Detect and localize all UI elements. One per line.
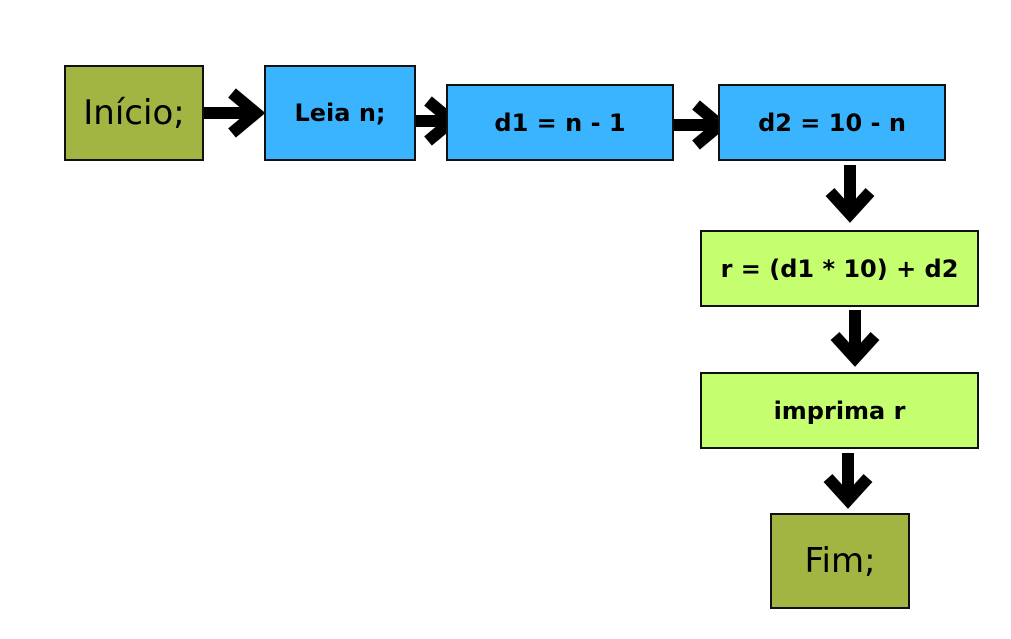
read-input-node: Leia n; [264,65,416,161]
print-node-label: imprima r [773,396,906,425]
d1-calc-node: d1 = n - 1 [446,84,674,161]
arrow-imprima-to-fim [823,453,873,509]
arrow-d1-to-d2 [672,100,730,150]
d2-calc-node: d2 = 10 - n [718,84,946,161]
start-node-label: Início; [83,93,185,133]
r-calc-node-label: r = (d1 * 10) + d2 [720,254,959,283]
print-node: imprima r [700,372,979,449]
arrow-inicio-to-leia [204,88,266,138]
arrow-r-to-imprima [830,310,880,367]
end-node: Fim; [770,513,910,609]
d2-calc-node-label: d2 = 10 - n [758,108,906,137]
start-node: Início; [64,65,204,161]
r-calc-node: r = (d1 * 10) + d2 [700,230,979,307]
end-node-label: Fim; [804,541,876,581]
d1-calc-node-label: d1 = n - 1 [494,108,626,137]
arrow-d2-to-r [825,165,875,223]
read-input-node-label: Leia n; [294,99,386,127]
